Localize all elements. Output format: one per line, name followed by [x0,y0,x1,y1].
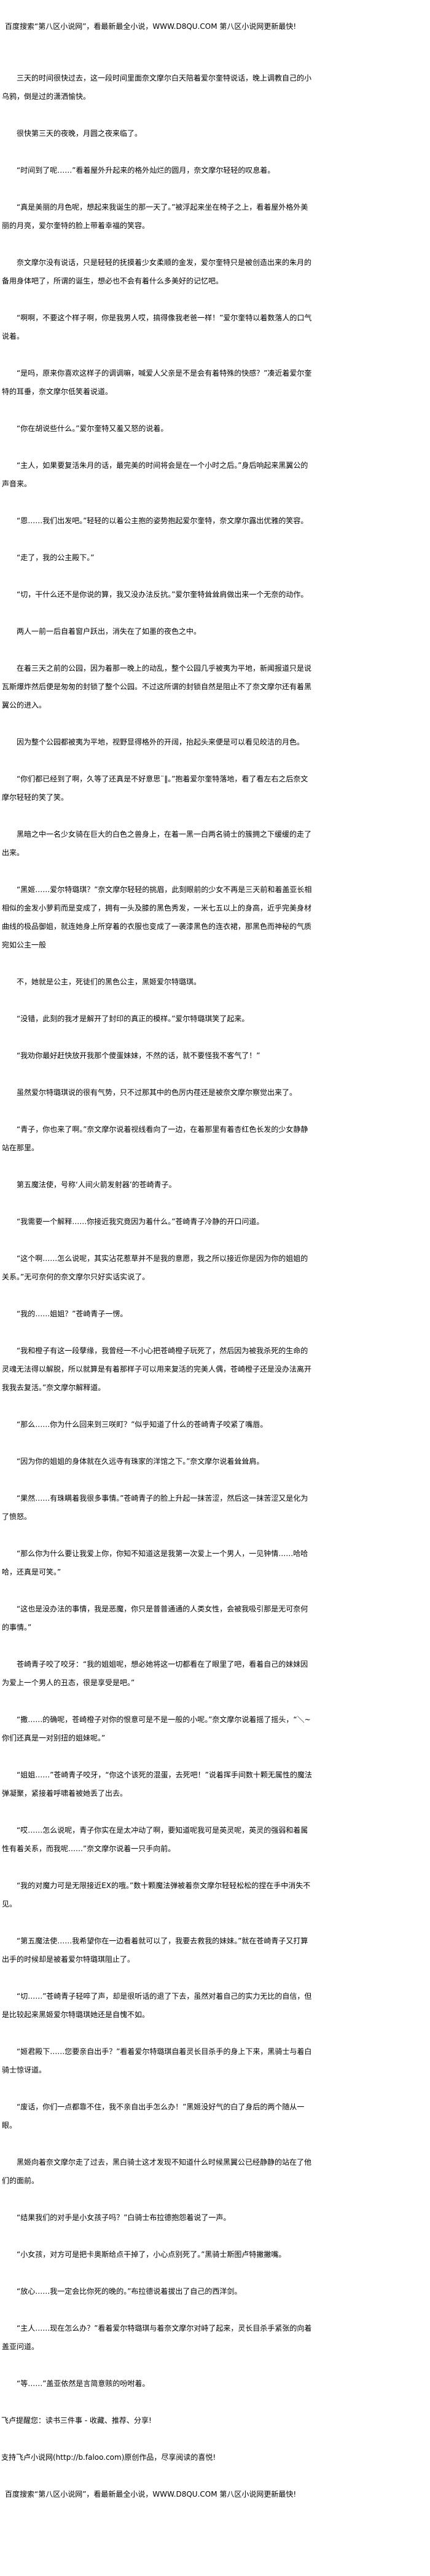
story-paragraph: “第五魔法使……我希望你在一边看着就可以了，我要去救我的妹妹。”就在苍崎青子又打… [2,1937,308,1964]
story-paragraph: “姐姐……”苍崎青子咬牙，“你这个该死的混蛋，去死吧！”说着挥手间数十颗无属性的… [2,1771,312,1798]
chapter-page: 百度搜索“第八区小说网”，看最新最全小说，WWW.D8QU.COM 第八区小说网… [0,22,315,2499]
story-paragraph: 三天的时间很快过去，这一段时间里面奈文摩尔白天陪着爱尔奎特说话，晚上调教自己的小… [2,74,312,101]
story-paragraph: “没错，此刻的我才是解开了封印的真正的模样。”爱尔特璐琪笑了起来。 [17,1014,249,1023]
story-paragraph: 第五魔法使，号称‘人间火箭发射器’的苍崎青子。 [17,1180,176,1189]
story-paragraph: “黑姬……爱尔特璐琪？”奈文摩尔轻轻的挑眉，此刻眼前的少女不再是三天前和着盖亚长… [2,885,312,949]
site-banner-bottom: 百度搜索“第八区小说网”，看最新最全小说，WWW.D8QU.COM 第八区小说网… [5,2490,297,2499]
story-paragraph: “你在胡说些什么。”爱尔奎特又羞又怒的说着。 [17,424,168,433]
story-paragraph: “时间到了呢……”看着屋外升起来的格外灿烂的圆月，奈文摩尔轻轻的叹息着。 [17,166,275,175]
story-paragraph: “真是美丽的月色呢，想起来我诞生的那一天了。”被浮起来坐在椅子之上，看着屋外格外… [2,203,308,230]
story-paragraph: “那么……你为什么回来到三咲町？”似乎知道了什么的苍崎青子咬紧了嘴唇。 [17,1420,268,1429]
story-paragraph: “啊啊，不要这个样子啊，你是我男人哎，搞得像我老爸一样！”爱尔奎特以着数落人的口… [2,314,312,341]
story-paragraph: “这个啊……怎么说呢，其实沾花惹草并不是我的意愿，我之所以接近你是因为你的姐姐的… [2,1254,308,1281]
story-paragraph: 苍崎青子咬了咬牙：“我的姐姐呢，想必她将这一切都看在了眼里了吧，看着自己的妹妹因… [2,1660,308,1687]
reading-reminder: 飞卢提醒您：读书三件事 - 收藏、推荐、分享! [1,2416,152,2425]
story-paragraph: “切……”苍崎青子轻啐了声，却是很听话的退了下去，虽然对着自己的实力无比的自信，… [2,1992,312,2019]
story-paragraph: 虽然爱尔特璐琪说的很有气势，只不过那其中的色厉内荏还是被奈文摩尔察觉出来了。 [17,1088,297,1097]
story-paragraph: 在着三天之前的公园，因为着那一晚上的动乱，整个公园几乎被夷为平地，新闻报道只是说… [2,664,312,709]
story-paragraph: “姬君殿下……您要亲自出手？”看着爱尔特璐琪自着灵长目杀手的身上下来，黑骑士与着… [2,2047,312,2074]
story-paragraph: 因为整个公园都被夷为平地，视野显得格外的开阔，抬起头来便是可以看见皎洁的月色。 [17,738,305,746]
story-paragraph: “放心……我一定会比你死的晚的。”布拉德说着拔出了自己的西洋剑。 [17,2287,242,2296]
story-paragraph: “撒……的确呢，苍崎橙子对你的恨意可是不是一般的小呢。”奈文摩尔说着摇了摇头，“… [2,1715,311,1742]
story-paragraph: “恩……我们出发吧。”轻轻的以着公主抱的姿势抱起爱尔奎特，奈文摩尔露出优雅的笑容… [17,516,308,525]
story-paragraph: “我的对魔力可是无限接近EX的哦。”数十颗魔法弹被着奈文摩尔轻轻松松的捏在手中消… [2,1881,311,1908]
story-paragraph: “因为你的姐姐的身体就在久远寺有珠家的洋馆之下。”奈文摩尔说着耸耸肩。 [17,1457,264,1466]
story-paragraph: 黑姬向着奈文摩尔走了过去，黑白骑士这才发现不知道什么时候黑翼公已经静静的站在了他… [2,2158,312,2185]
story-paragraph: “主人……现在怎么办？”看着爱尔特璐琪与着奈文摩尔对峙了起来，灵长目杀手紧张的向… [2,2324,312,2351]
story-paragraph: 两人一前一后自着窗户跃出，消失在了如墨的夜色之中。 [17,627,201,636]
story-paragraph: “我劝你最好赶快放开我那个傻蛋妹妹，不然的话，就不要怪我不客气了！” [17,1051,260,1060]
story-paragraph: “我需要一个解释……你接近我究竟因为着什么。”苍崎青子冷静的开口问道。 [17,1217,264,1226]
story-paragraph: “那么你为什么要让我爱上你，你知不知道这是我第一次爱上一个男人，一见钟情……哈哈… [2,1549,308,1576]
story-paragraph: “切，干什么还不是你说的算，我又没办法反抗。”爱尔奎特耸耸肩做出来一个无奈的动作… [17,590,308,599]
story-paragraph: “废话，你们一点都靠不住，我不亲自出手怎么办！”黑姬没好气的白了身后的两个随从一… [2,2103,305,2130]
story-paragraph: “结果我们的对手是小女孩子吗？”白骑士布拉德抱怨着说了一声。 [17,2213,231,2222]
story-paragraph: “青子，你也来了啊。”奈文摩尔说着视线看向了一边，在着那里有着杏红色长发的少女静… [2,1125,308,1152]
story-paragraph: 黑暗之中一名少女骑在巨大的白色之兽身上，在着一黑一白两名骑士的簇拥之下缓缓的走了… [2,830,312,857]
story-paragraph: “走了，我的公主殿下。” [17,553,95,562]
story-paragraph: 奈文摩尔没有说话，只是轻轻的抚摸着少女柔顺的金发，爱尔奎特只是被创造出来的朱月的… [2,258,312,285]
story-paragraph: “你们都已经到了啊，久等了还真是不好意思¨‖。”抱着爱尔奎特落地，看了看左右之后… [2,775,308,802]
story-paragraph: “哎……怎么说呢，青子你实在是太冲动了啊，要知道呢我可是英灵呢，英灵的强弱和着属… [2,1826,308,1853]
site-banner-top: 百度搜索“第八区小说网”，看最新最全小说，WWW.D8QU.COM 第八区小说网… [5,22,297,31]
story-paragraph: “果然……有珠瞒着我很多事情。”苍崎青子的脸上升起一抹苦涩，然后这一抹苦涩又是化… [2,1494,308,1521]
support-notice: 支持飞卢小说网(http://b.faloo.com)原创作品，尽享阅读的喜悦! [1,2453,216,2462]
story-paragraph: 很快第三天的夜晚，月圆之夜来临了。 [17,129,143,138]
story-paragraph: “等……”盖亚依然是言简意赅的吩咐着。 [17,2379,150,2388]
story-paragraph: “我和橙子有这一段孽缘，我曾经一不小心把苍崎橙子玩死了，然后因为被我杀死的生命的… [2,1346,312,1392]
story-paragraph: “是吗，原来你喜欢这样子的调调嘛，喊爱人父亲是不是会有着特殊的快感？”凑近着爱尔… [2,369,312,396]
story-paragraph: 不，她就是公主，死徒们的黑色公主，黑姬爱尔特璐琪。 [17,978,201,986]
story-paragraph: “我的……姐姐？”苍崎青子一愣。 [17,1310,128,1318]
chapter-body: 三天的时间很快过去，这一段时间里面奈文摩尔白天陪着爱尔奎特说话，晚上调教自己的小… [0,69,315,2393]
story-paragraph: “主人，如果要复活朱月的话，最完美的时间将会是在一个小时之后。”身后响起来黑翼公… [2,461,308,488]
story-paragraph: “小女孩，对方可是把卡奥斯给点干掉了，小心点别死了。”黑骑士斯图卢特撇撇嘴。 [17,2250,286,2259]
story-paragraph: “这也是没办法的事情，我是恶魔，你只是普普通通的人类女性，会被我吸引那是无可奈何… [2,1605,308,1632]
